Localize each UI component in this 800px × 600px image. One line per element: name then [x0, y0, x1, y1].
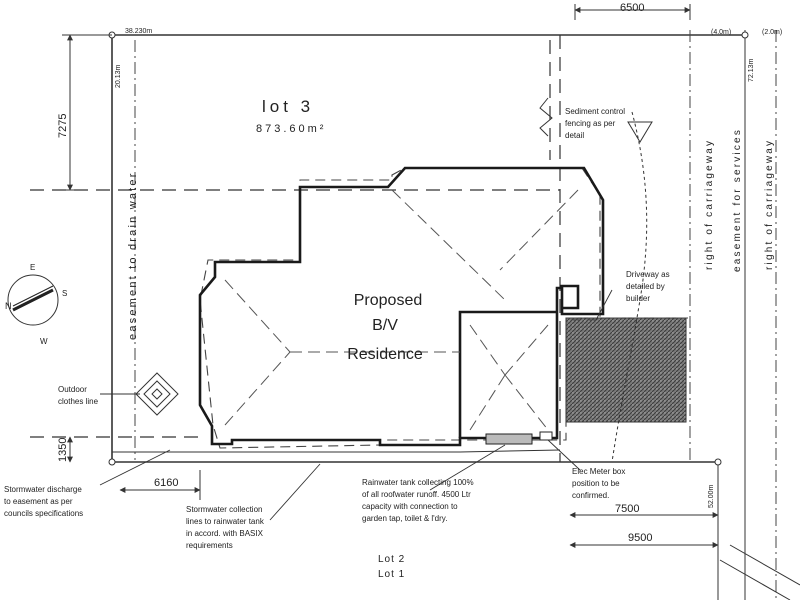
- label-carriageway-1: right of carriageway: [704, 139, 715, 270]
- dim-boundary-left: 20.13m: [115, 64, 122, 88]
- sediment-fence: [539, 97, 553, 137]
- label-elec-meter-3: confirmed.: [572, 491, 609, 500]
- compass-e: E: [30, 263, 35, 272]
- lot-below-2: Lot 1: [378, 569, 405, 580]
- site-boundary: [108, 30, 800, 600]
- label-stormwater-collection-3: in accord. with BASIX: [186, 529, 264, 538]
- dim-boundary-top-left: 38.230m: [125, 28, 152, 35]
- dim-right-outer: 9500: [628, 532, 652, 544]
- rainwater-tank: [485, 433, 533, 445]
- fence-marker: [627, 121, 653, 143]
- dim-left-offset: 7275: [57, 114, 69, 138]
- label-clothes-2: clothes line: [58, 397, 99, 406]
- label-driveway-2: detailed by: [626, 282, 665, 291]
- building-label-1: Proposed: [354, 292, 423, 309]
- label-sediment-2: fencing as per: [565, 119, 616, 128]
- dim-left-bottom: 1350: [57, 438, 69, 462]
- roof-ridges: [224, 189, 579, 431]
- dim-boundary-bottom-right: 52.00m: [708, 484, 715, 508]
- label-driveway-3: builder: [626, 294, 650, 303]
- bay-window: [560, 284, 580, 310]
- building-label-3: Residence: [347, 346, 423, 363]
- label-elec-meter-1: Elec Meter box: [572, 467, 625, 476]
- compass-s: S: [62, 289, 67, 298]
- label-rainwater-4: garden tap, toilet & l'dry.: [362, 514, 447, 523]
- lot-area: 873.60m²: [256, 123, 326, 135]
- dim-boundary-right: 72.13m: [748, 58, 755, 82]
- label-elec-meter-2: position to be: [572, 479, 620, 488]
- label-stormwater-collection-1: Stormwater collection: [186, 505, 262, 514]
- stormwater-line: [112, 449, 561, 453]
- compass-n: N: [5, 301, 12, 311]
- label-rainwater-3: capacity with connection to: [362, 502, 458, 511]
- label-driveway-1: Driveway as: [626, 270, 670, 279]
- building-label-2: B/V: [372, 317, 398, 334]
- label-stormwater-collection-4: requirements: [186, 541, 233, 550]
- building-outline: [198, 166, 605, 447]
- clothes-line-icon: [135, 372, 179, 416]
- dim-bottom-left: 6160: [154, 477, 178, 489]
- label-easement-services: easement for services: [732, 128, 743, 272]
- driveway: [565, 317, 687, 423]
- dim-road-a: (4.0m): [711, 29, 731, 36]
- lot-name: lot 3: [262, 97, 314, 116]
- label-easement-drain: easement to drain water: [127, 171, 139, 340]
- compass-icon: [7, 274, 59, 326]
- garage-outline: [458, 310, 557, 438]
- dim-top-width: 6500: [620, 2, 644, 14]
- label-sediment-3: detail: [565, 131, 584, 140]
- compass-w: W: [40, 337, 48, 346]
- label-rainwater-2: of all roofwater runoff. 4500 Ltr: [362, 490, 471, 499]
- setback-lines: [30, 35, 561, 462]
- dim-road-b: (2.0m): [762, 29, 782, 36]
- dimension-lines: [62, 4, 719, 548]
- label-stormwater-discharge-3: councils specifications: [4, 509, 83, 518]
- label-sediment-1: Sediment control: [565, 107, 625, 116]
- elec-meter-box: [539, 431, 553, 441]
- lot-below-1: Lot 2: [378, 554, 405, 565]
- label-rainwater-1: Rainwater tank collecting 100%: [362, 478, 474, 487]
- label-stormwater-discharge-2: to easement as per: [4, 497, 73, 506]
- label-stormwater-collection-2: lines to rainwater tank: [186, 517, 265, 526]
- leader-lines: [99, 289, 613, 521]
- label-clothes-1: Outdoor: [58, 385, 87, 394]
- dim-right-inner: 7500: [615, 503, 639, 515]
- label-stormwater-discharge-1: Stormwater discharge: [4, 485, 82, 494]
- label-carriageway-2: right of carriageway: [764, 139, 775, 270]
